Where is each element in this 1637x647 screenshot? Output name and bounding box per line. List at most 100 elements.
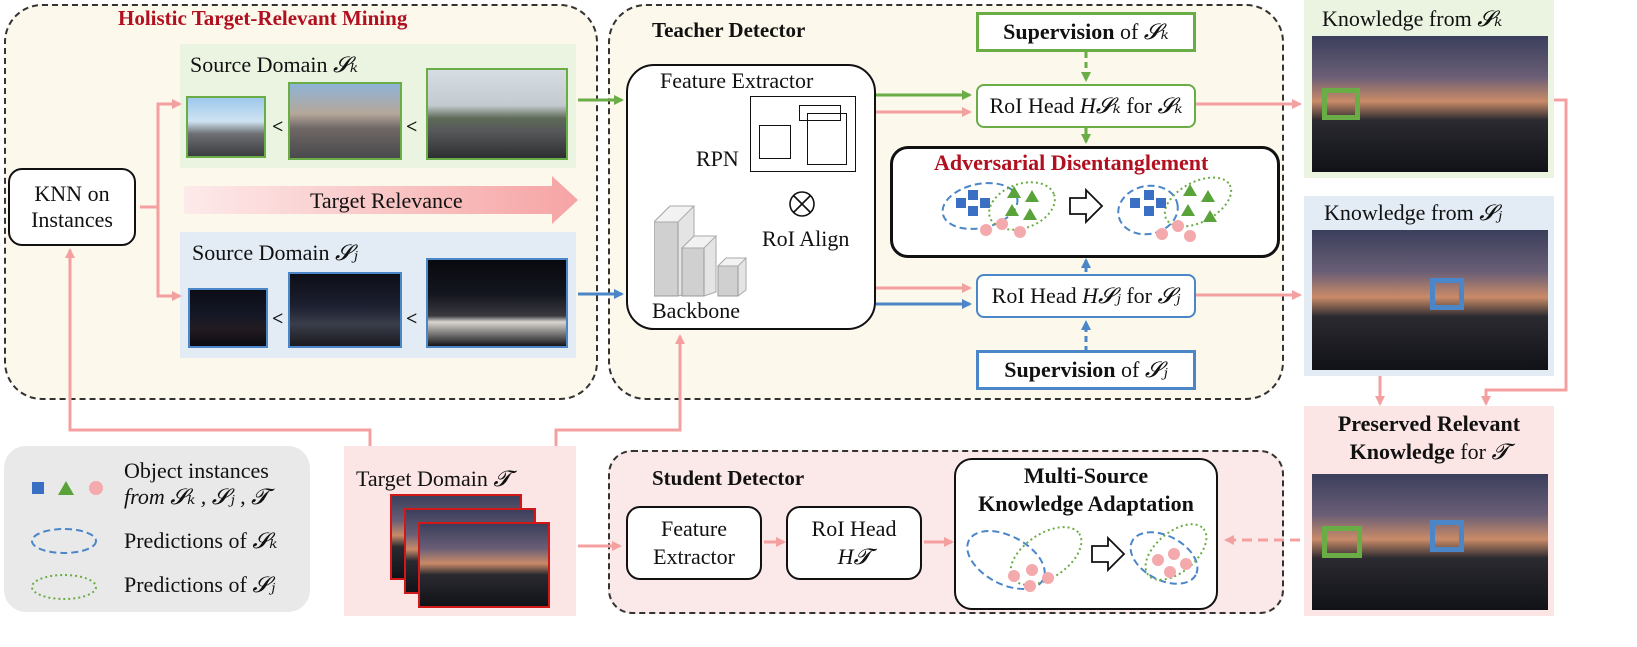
roi-head-j-symbol: H𝓢ⱼ xyxy=(1082,283,1121,308)
backbone-icon xyxy=(654,205,748,297)
source-k-image-3 xyxy=(426,68,568,160)
roi-head-k-box: RoI Head H𝓢ₖ for 𝓢ₖ xyxy=(976,84,1196,128)
roi-head-k-symbol: H𝓢ₖ xyxy=(1079,93,1121,118)
roi-head-k-label: RoI Head xyxy=(989,93,1080,118)
preserved-symbol: 𝓣 xyxy=(1491,439,1509,464)
roi-head-j-target: 𝓢ⱼ xyxy=(1157,283,1181,308)
preserved-title: Preserved Relevant Knowledge for 𝓣 xyxy=(1304,410,1554,466)
preserved-line2-bold: Knowledge xyxy=(1349,439,1455,464)
roi-head-k-for: for xyxy=(1120,93,1158,118)
supervision-j-box: Supervision of 𝓢ⱼ xyxy=(976,350,1196,390)
knowledge-j-title: Knowledge from 𝓢ⱼ xyxy=(1324,200,1502,226)
roi-head-k-target: 𝓢ₖ xyxy=(1157,93,1183,118)
knowledge-k-image xyxy=(1312,36,1548,172)
student-roi-symbol: H𝓣 xyxy=(837,544,871,569)
legend-pred-j-label: Predictions of xyxy=(124,572,253,597)
preserved-blue-box xyxy=(1430,520,1464,552)
roi-align-label: RoI Align xyxy=(762,226,850,251)
student-roi-head-box: RoI Head H𝓣 xyxy=(786,506,922,580)
rpn-proposal-box xyxy=(750,96,856,172)
msa-illustration xyxy=(966,523,1208,592)
source-k-title: Source Domain 𝓢ₖ xyxy=(190,52,358,78)
mining-title: Holistic Target-Relevant Mining xyxy=(118,6,408,30)
knn-branch-arrows xyxy=(140,99,182,301)
target-relevance-arrow xyxy=(184,176,578,224)
supervision-k-of: of xyxy=(1114,19,1144,44)
knowledge-j-symbol: 𝓢ⱼ xyxy=(1479,200,1503,225)
source-k-symbol: 𝓢ₖ xyxy=(332,52,359,77)
legend-pred-j-icon xyxy=(31,574,97,600)
legend-pred-k-label: Predictions of xyxy=(124,528,253,553)
preserved-line2-for: for xyxy=(1454,439,1492,464)
student-feature-line2: Extractor xyxy=(653,544,735,569)
legend-instances-line2: from 𝓢ₖ , 𝓢ⱼ , 𝓣 xyxy=(124,484,268,509)
msa-box xyxy=(954,458,1218,610)
student-title: Student Detector xyxy=(652,466,805,490)
target-feedback-arrows xyxy=(65,248,685,551)
student-feature-line1: Feature xyxy=(661,516,727,541)
msa-line1: Multi-Source xyxy=(1023,463,1149,488)
legend-instance-icons xyxy=(32,481,103,495)
roi-head-j-for: for xyxy=(1120,283,1158,308)
supervision-j-symbol: 𝓢ⱼ xyxy=(1144,357,1168,382)
source-k-image-2 xyxy=(288,82,402,160)
knn-line2: Instances xyxy=(31,207,113,232)
target-label: Target Domain xyxy=(356,466,494,491)
knowledge-k-title: Knowledge from 𝓢ₖ xyxy=(1322,6,1502,32)
student-roi-line1: RoI Head xyxy=(811,516,897,541)
feature-extractor-label: Feature Extractor xyxy=(660,68,814,93)
source-j-image-1 xyxy=(188,288,268,348)
legend-instances: Object instances from 𝓢ₖ , 𝓢ⱼ , 𝓣 xyxy=(124,458,269,510)
legend-pred-j-symbol: 𝓢ⱼ xyxy=(252,572,276,597)
preserved-green-box xyxy=(1322,526,1362,558)
supervision-k-symbol: 𝓢ₖ xyxy=(1143,19,1169,44)
legend-pred-k-icon xyxy=(31,528,97,554)
source-j-label: Source Domain xyxy=(192,240,335,265)
legend-pred-k-symbol: 𝓢ₖ xyxy=(252,528,278,553)
preserved-line1: Preserved Relevant xyxy=(1337,411,1521,436)
source-k-image-1 xyxy=(186,96,266,158)
roi-head-j-label: RoI Head xyxy=(991,283,1083,308)
knn-line1: KNN on xyxy=(34,181,110,206)
less-than-2: < xyxy=(406,116,418,138)
knowledge-j-image xyxy=(1312,230,1548,370)
target-relevance-label: Target Relevance xyxy=(310,188,463,213)
rpn-label: RPN xyxy=(696,146,739,171)
target-symbol: 𝓣 xyxy=(493,466,511,491)
student-feature-extractor-box: Feature Extractor xyxy=(626,506,762,580)
knn-box: KNN on Instances xyxy=(8,168,136,246)
source-j-image-2 xyxy=(288,272,402,348)
knowledge-k-detection-box xyxy=(1322,88,1360,120)
backbone-label: Backbone xyxy=(652,298,740,323)
proposal-1 xyxy=(759,125,791,159)
adversarial-title: Adversarial Disentanglement xyxy=(934,150,1209,175)
msa-line2: Knowledge Adaptation xyxy=(978,491,1194,516)
target-title: Target Domain 𝓣 xyxy=(356,466,510,492)
supervision-j-of: of xyxy=(1115,357,1145,382)
teacher-title: Teacher Detector xyxy=(652,18,806,42)
supervision-j-bold: Supervision xyxy=(1004,357,1116,382)
legend-instances-line1: Object instances xyxy=(124,458,269,483)
multiply-icon xyxy=(789,191,815,217)
adversarial-illustration xyxy=(941,176,1233,242)
legend-pred-j: Predictions of 𝓢ⱼ xyxy=(124,572,275,598)
roi-head-j-box: RoI Head H𝓢ⱼ for 𝓢ⱼ xyxy=(976,274,1196,318)
supervision-k-bold: Supervision xyxy=(1003,19,1115,44)
knowledge-to-preserved-arrows xyxy=(1375,98,1568,406)
msa-title: Multi-Source Knowledge Adaptation xyxy=(954,462,1218,518)
proposal-3 xyxy=(807,113,847,165)
preserved-image xyxy=(1312,474,1548,610)
less-than-3: < xyxy=(272,308,284,330)
source-k-label: Source Domain xyxy=(190,52,333,77)
less-than-4: < xyxy=(406,308,418,330)
source-j-image-3 xyxy=(426,258,568,348)
knowledge-j-label: Knowledge from xyxy=(1324,200,1480,225)
knowledge-k-label: Knowledge from xyxy=(1322,6,1478,31)
knowledge-k-symbol: 𝓢ₖ xyxy=(1477,6,1503,31)
legend-pred-k: Predictions of 𝓢ₖ xyxy=(124,528,277,554)
knowledge-j-detection-box xyxy=(1430,278,1464,310)
less-than-1: < xyxy=(272,116,284,138)
source-j-title: Source Domain 𝓢ⱼ xyxy=(192,240,358,266)
target-image-front xyxy=(418,522,550,608)
source-j-symbol: 𝓢ⱼ xyxy=(334,240,358,265)
